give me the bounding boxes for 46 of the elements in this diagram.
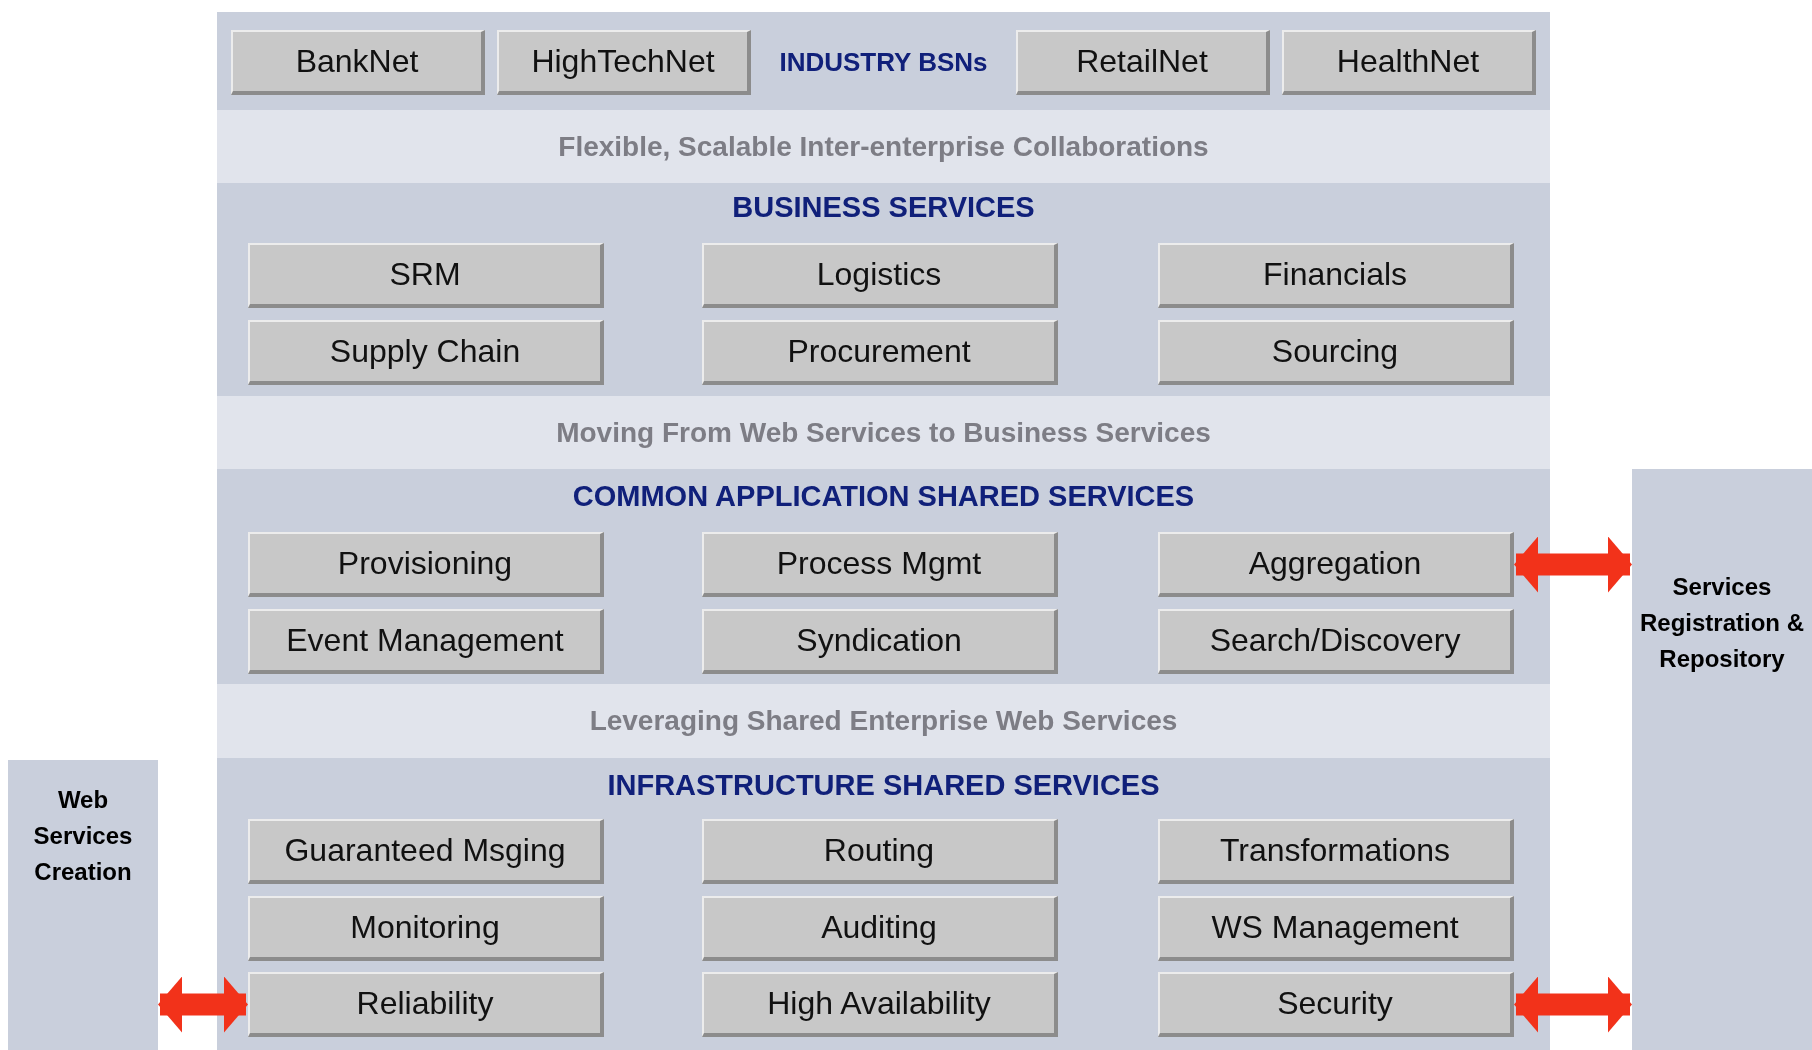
service-box: Procurement: [702, 319, 1058, 385]
service-box: Process Mgmt: [702, 532, 1058, 597]
double-arrow: [1514, 976, 1632, 1033]
layer-title: COMMON APPLICATION SHARED SERVICES: [571, 480, 1196, 513]
service-box: WS Management: [1158, 895, 1514, 961]
service-box: Supply Chain: [248, 319, 604, 385]
layer-banner: [217, 110, 1550, 183]
service-box: High Availability: [702, 972, 1058, 1037]
banner-text: Flexible, Scalable Inter-enterprise Collaborations: [558, 130, 1209, 163]
layer-banner: [217, 684, 1550, 758]
service-box: HighTechNet: [497, 30, 751, 95]
banner-text: Leveraging Shared Enterprise Web Services: [589, 705, 1178, 737]
layer-band: [217, 469, 1550, 684]
service-box: Reliability: [248, 972, 604, 1037]
service-box: Sourcing: [1158, 319, 1514, 385]
service-box: Security: [1158, 972, 1514, 1037]
layer-band: [217, 758, 1550, 1050]
layer-title: BUSINESS SERVICES: [731, 191, 1036, 224]
service-box: BankNet: [231, 30, 485, 95]
service-box: Syndication: [702, 608, 1058, 674]
side-panel: [1632, 469, 1812, 1050]
layer-band: [217, 12, 1550, 110]
service-box: Routing: [702, 819, 1058, 884]
side-panel: [8, 760, 158, 1050]
layer-banner: [217, 396, 1550, 469]
service-box: RetailNet: [1016, 30, 1270, 95]
panel-label: Services Registration & Repository: [1639, 572, 1805, 674]
service-box: Logistics: [702, 243, 1058, 308]
service-box: Aggregation: [1158, 532, 1514, 597]
banner-text: Moving From Web Services to Business Services: [556, 416, 1211, 449]
service-box: Monitoring: [248, 895, 604, 961]
layer-title: INFRASTRUCTURE SHARED SERVICES: [606, 769, 1161, 802]
layer-title: INDUSTRY BSNs: [778, 46, 989, 79]
service-box: Transformations: [1158, 819, 1514, 884]
service-box: Search/Discovery: [1158, 608, 1514, 674]
service-box: Financials: [1158, 243, 1514, 308]
double-arrow: [158, 976, 248, 1033]
layer-band: [217, 183, 1550, 396]
double-arrow: [1514, 536, 1632, 593]
service-box: Auditing: [702, 895, 1058, 961]
service-box: SRM: [248, 243, 604, 308]
service-box: Provisioning: [248, 532, 604, 597]
panel-label: Web Services Creation: [32, 785, 134, 887]
service-box: HealthNet: [1282, 30, 1536, 95]
service-box: Guaranteed Msging: [248, 819, 604, 884]
service-box: Event Management: [248, 608, 604, 674]
